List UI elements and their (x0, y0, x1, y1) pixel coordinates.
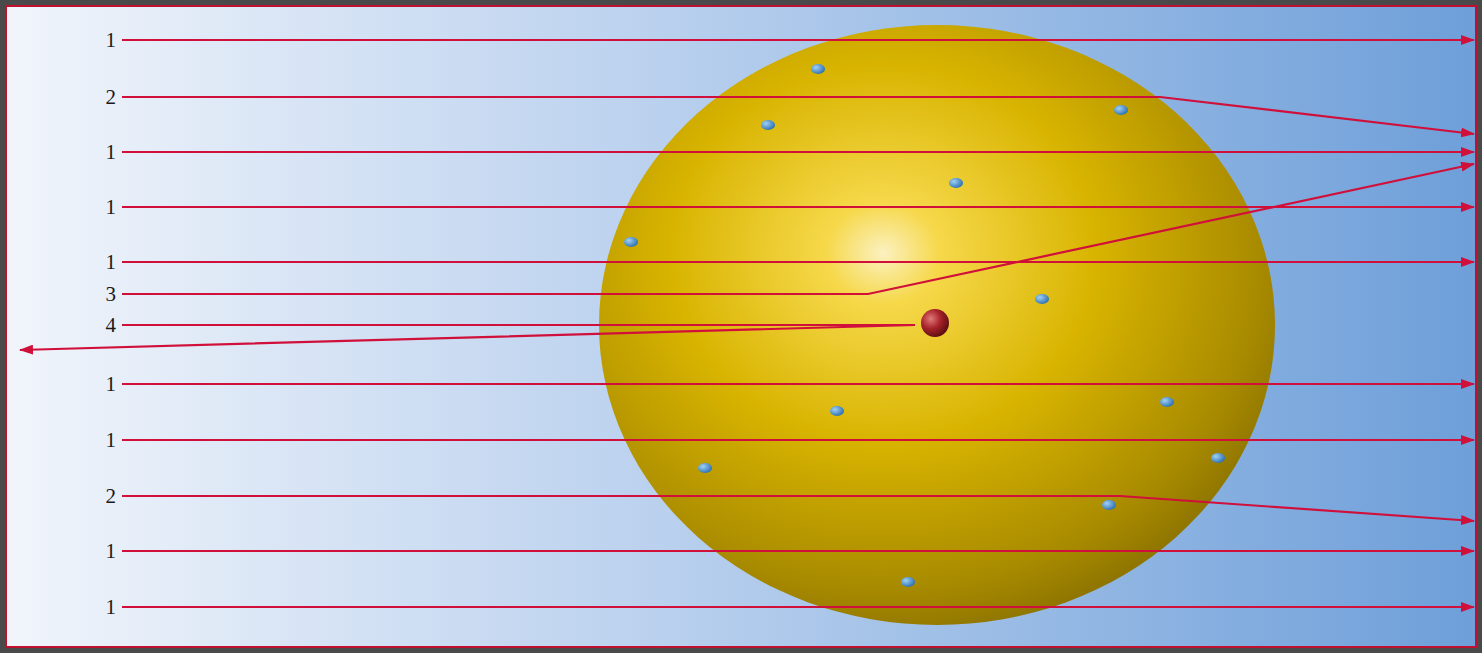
callout-number: 2 (106, 486, 117, 507)
callout-number: 1 (106, 30, 117, 51)
callout-number: 3 (106, 284, 117, 305)
callout-number: 1 (106, 597, 117, 618)
callout-number: 1 (106, 197, 117, 218)
callout-number: 2 (106, 87, 117, 108)
alpha-particle-paths (20, 40, 1474, 607)
callout-number: 4 (106, 315, 117, 336)
callout-number: 1 (106, 142, 117, 163)
callout-number: 1 (106, 430, 117, 451)
callout-number: 1 (106, 374, 117, 395)
nucleus (921, 309, 949, 337)
callout-number: 1 (106, 541, 117, 562)
callout-number: 1 (106, 252, 117, 273)
